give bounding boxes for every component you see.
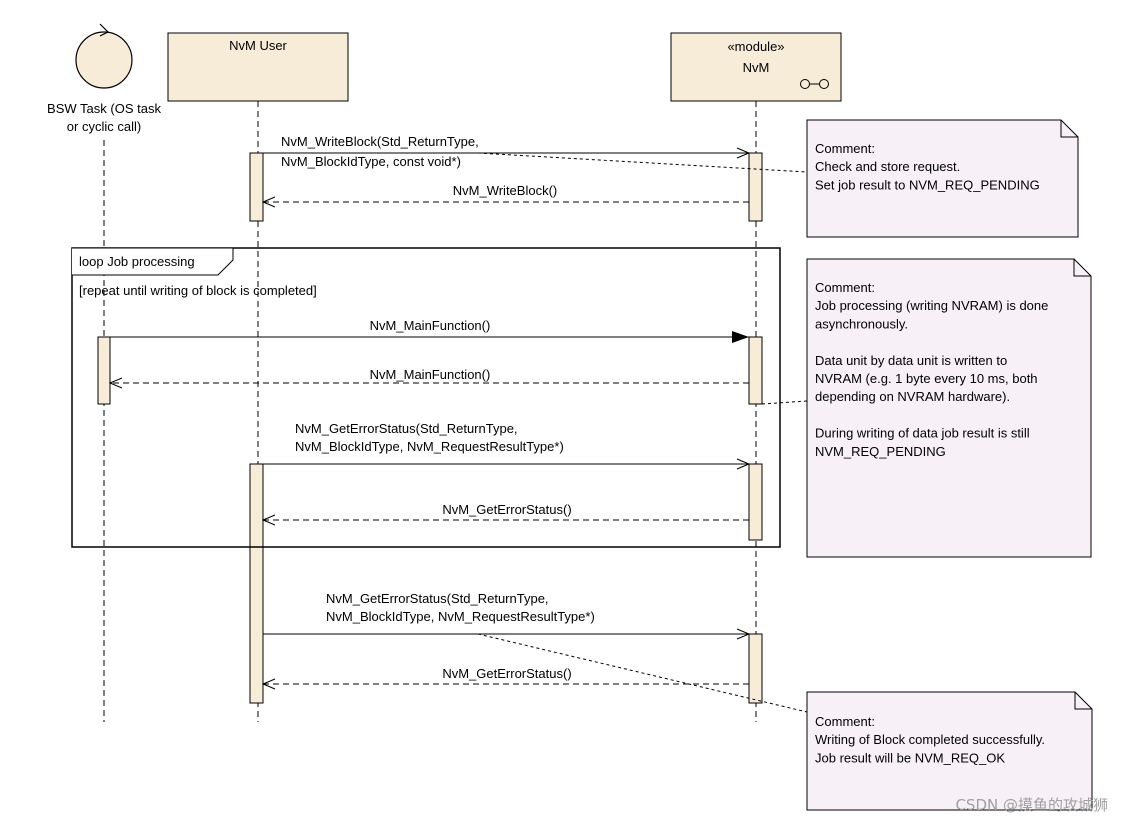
control-icon bbox=[75, 31, 133, 89]
note2-line: NVRAM (e.g. 1 byte every 10 ms, both bbox=[815, 371, 1038, 386]
message-final-geterrorstatus-return-label: NvM_GetErrorStatus() bbox=[442, 666, 571, 681]
message-geterrorstatus-call-label-2: NvM_BlockIdType, NvM_RequestResultType*) bbox=[295, 439, 564, 454]
activation-nvm-user-1 bbox=[249, 152, 264, 222]
nvm-user-label: NvM User bbox=[229, 38, 287, 53]
bsw-task-lifeline-head: BSW Task (OS task or cyclic call) bbox=[47, 23, 161, 134]
note-1: Comment: Check and store request. Set job … bbox=[806, 119, 1079, 238]
note3-line: Comment: bbox=[815, 714, 875, 729]
nvm-user-lifeline-head: NvM User bbox=[167, 32, 349, 102]
note1-line: Set job result to NVM_REQ_PENDING bbox=[815, 177, 1040, 192]
note1-line: Comment: bbox=[815, 141, 875, 156]
message-writeblock-call-label-2: NvM_BlockIdType, const void*) bbox=[281, 154, 461, 169]
note3-line: Job result will be NVM_REQ_OK bbox=[815, 750, 1005, 765]
message-final-geterrorstatus-call-label-2: NvM_BlockIdType, NvM_RequestResultType*) bbox=[326, 609, 595, 624]
loop-fragment: loop Job processing [repeat until writin… bbox=[71, 247, 781, 548]
note2-line: asynchronously. bbox=[815, 316, 908, 331]
message-mainfunction-return-label: NvM_MainFunction() bbox=[370, 367, 491, 382]
note2-line: During writing of data job result is sti… bbox=[815, 426, 1030, 441]
nvm-lifeline-head: «module» NvM bbox=[670, 32, 842, 102]
note1-line: Check and store request. bbox=[815, 159, 960, 174]
note2-connector bbox=[761, 400, 808, 405]
note-2: Comment: Job processing (writing NVRAM) i… bbox=[806, 258, 1092, 558]
watermark: CSDN @摸鱼的攻城狮 bbox=[955, 796, 1108, 814]
note2-line: Job processing (writing NVRAM) is done bbox=[815, 298, 1048, 313]
message-mainfunction-call-label: NvM_MainFunction() bbox=[370, 318, 491, 333]
activation-nvm-3 bbox=[748, 463, 763, 541]
note1-connector bbox=[477, 152, 808, 173]
nvm-stereotype: «module» bbox=[727, 39, 784, 54]
note-3: Comment: Writing of Block completed succe… bbox=[806, 691, 1093, 811]
activation-nvm-4 bbox=[748, 633, 763, 704]
note3-line: Writing of Block completed successfully. bbox=[815, 732, 1045, 747]
activation-nvm-1 bbox=[748, 152, 763, 222]
message-geterrorstatus-call-label-1: NvM_GetErrorStatus(Std_ReturnType, bbox=[295, 421, 518, 436]
message-writeblock-call-label-1: NvM_WriteBlock(Std_ReturnType, bbox=[281, 134, 479, 149]
bsw-task-label-line2: or cyclic call) bbox=[67, 119, 141, 134]
message-geterrorstatus-return-label: NvM_GetErrorStatus() bbox=[442, 502, 571, 517]
activation-nvm-2 bbox=[748, 336, 763, 405]
bsw-task-label-line1: BSW Task (OS task bbox=[47, 101, 161, 116]
loop-guard: [repeat until writing of block is comple… bbox=[79, 283, 317, 298]
note3-connector bbox=[477, 633, 808, 713]
note2-line: NVM_REQ_PENDING bbox=[815, 444, 946, 459]
note2-line: Comment: bbox=[815, 280, 875, 295]
note2-line: depending on NVRAM hardware). bbox=[815, 389, 1010, 404]
activation-nvm-user-2 bbox=[249, 463, 264, 704]
subsystem-icon bbox=[800, 79, 829, 89]
loop-title: loop Job processing bbox=[79, 254, 195, 269]
nvm-label: NvM bbox=[743, 60, 770, 75]
message-final-geterrorstatus-call-label-1: NvM_GetErrorStatus(Std_ReturnType, bbox=[326, 591, 549, 606]
activation-bsw-task bbox=[97, 336, 111, 405]
message-writeblock-return-label: NvM_WriteBlock() bbox=[453, 183, 558, 198]
note2-line: Data unit by data unit is written to bbox=[815, 353, 1007, 368]
